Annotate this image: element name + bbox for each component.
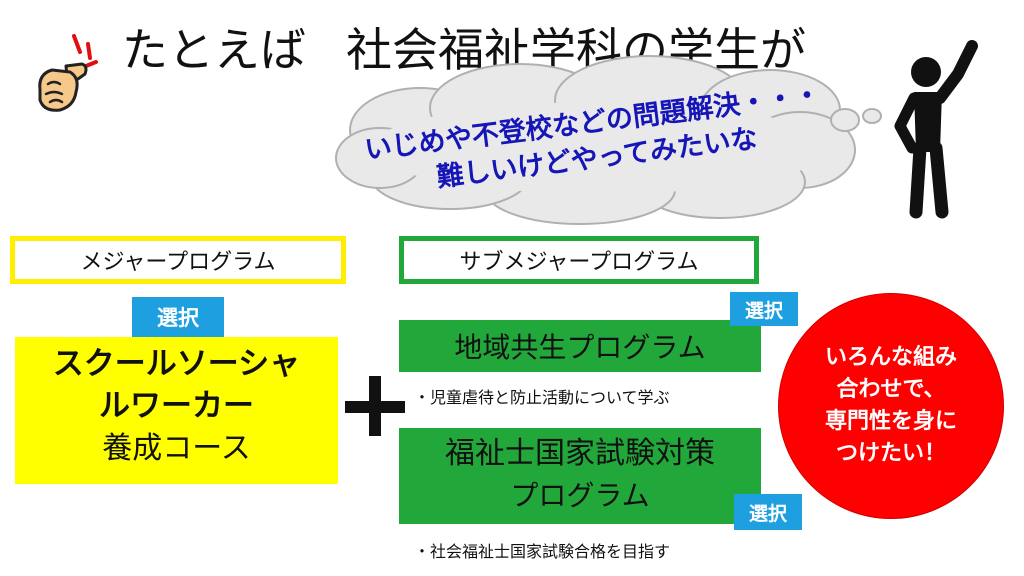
- page-title: たとえば社会福祉学科の学生が: [122, 20, 806, 80]
- pointing-hand-icon: [38, 34, 98, 112]
- person-raising-arm-icon: [894, 40, 978, 219]
- title-part2: 社会福祉学科の学生が: [346, 23, 806, 77]
- goal-line1: いろんな組み: [824, 345, 957, 370]
- program1-select-tag-text: 選択: [744, 299, 783, 322]
- goal-circle: いろんな組み 合わせで、 専門性を身に つけたい！: [778, 293, 1004, 519]
- course-select-tag-text: 選択: [157, 306, 199, 330]
- title-part1: たとえば: [122, 23, 306, 77]
- exam-program-name-line2: プログラム: [510, 479, 650, 512]
- community-program-name: 地域共生プログラム: [454, 331, 706, 364]
- exam-program-box: 福祉士国家試験対策 プログラム: [399, 428, 761, 524]
- course-name-line2: ルワーカー: [99, 388, 254, 424]
- exam-program-name-line1: 福祉士国家試験対策: [445, 436, 715, 471]
- course-name-line1: スクールソーシャ: [52, 346, 301, 382]
- plus-icon-bar: [345, 401, 405, 413]
- thought-text: いじめや不登校などの問題解決・・・ 難しいけどやってみたいな: [357, 77, 832, 206]
- community-program-box: 地域共生プログラム: [399, 320, 761, 372]
- goal-line2: 合わせで、: [836, 377, 946, 402]
- program2-note: ・社会福祉士国家試験合格を目指す: [414, 542, 671, 561]
- sub-major-program-label: サブメジャープログラム: [399, 236, 759, 284]
- program1-select-tag: 選択: [730, 292, 798, 326]
- course-select-tag: 選択: [132, 297, 224, 337]
- program1-note: ・児童虐待と防止活動について学ぶ: [414, 388, 670, 407]
- goal-line4: つけたい！: [835, 441, 946, 466]
- goal-line3: 専門性を身に: [824, 409, 957, 434]
- school-social-worker-course-box: スクールソーシャ ルワーカー 養成コース: [15, 337, 338, 484]
- course-name-line3: 養成コース: [102, 431, 251, 466]
- major-program-label-text: メジャープログラム: [80, 250, 276, 275]
- sub-major-program-label-text: サブメジャープログラム: [459, 250, 699, 275]
- program2-select-tag-text: 選択: [748, 502, 787, 525]
- major-program-label: メジャープログラム: [10, 236, 346, 284]
- program2-select-tag: 選択: [734, 494, 802, 530]
